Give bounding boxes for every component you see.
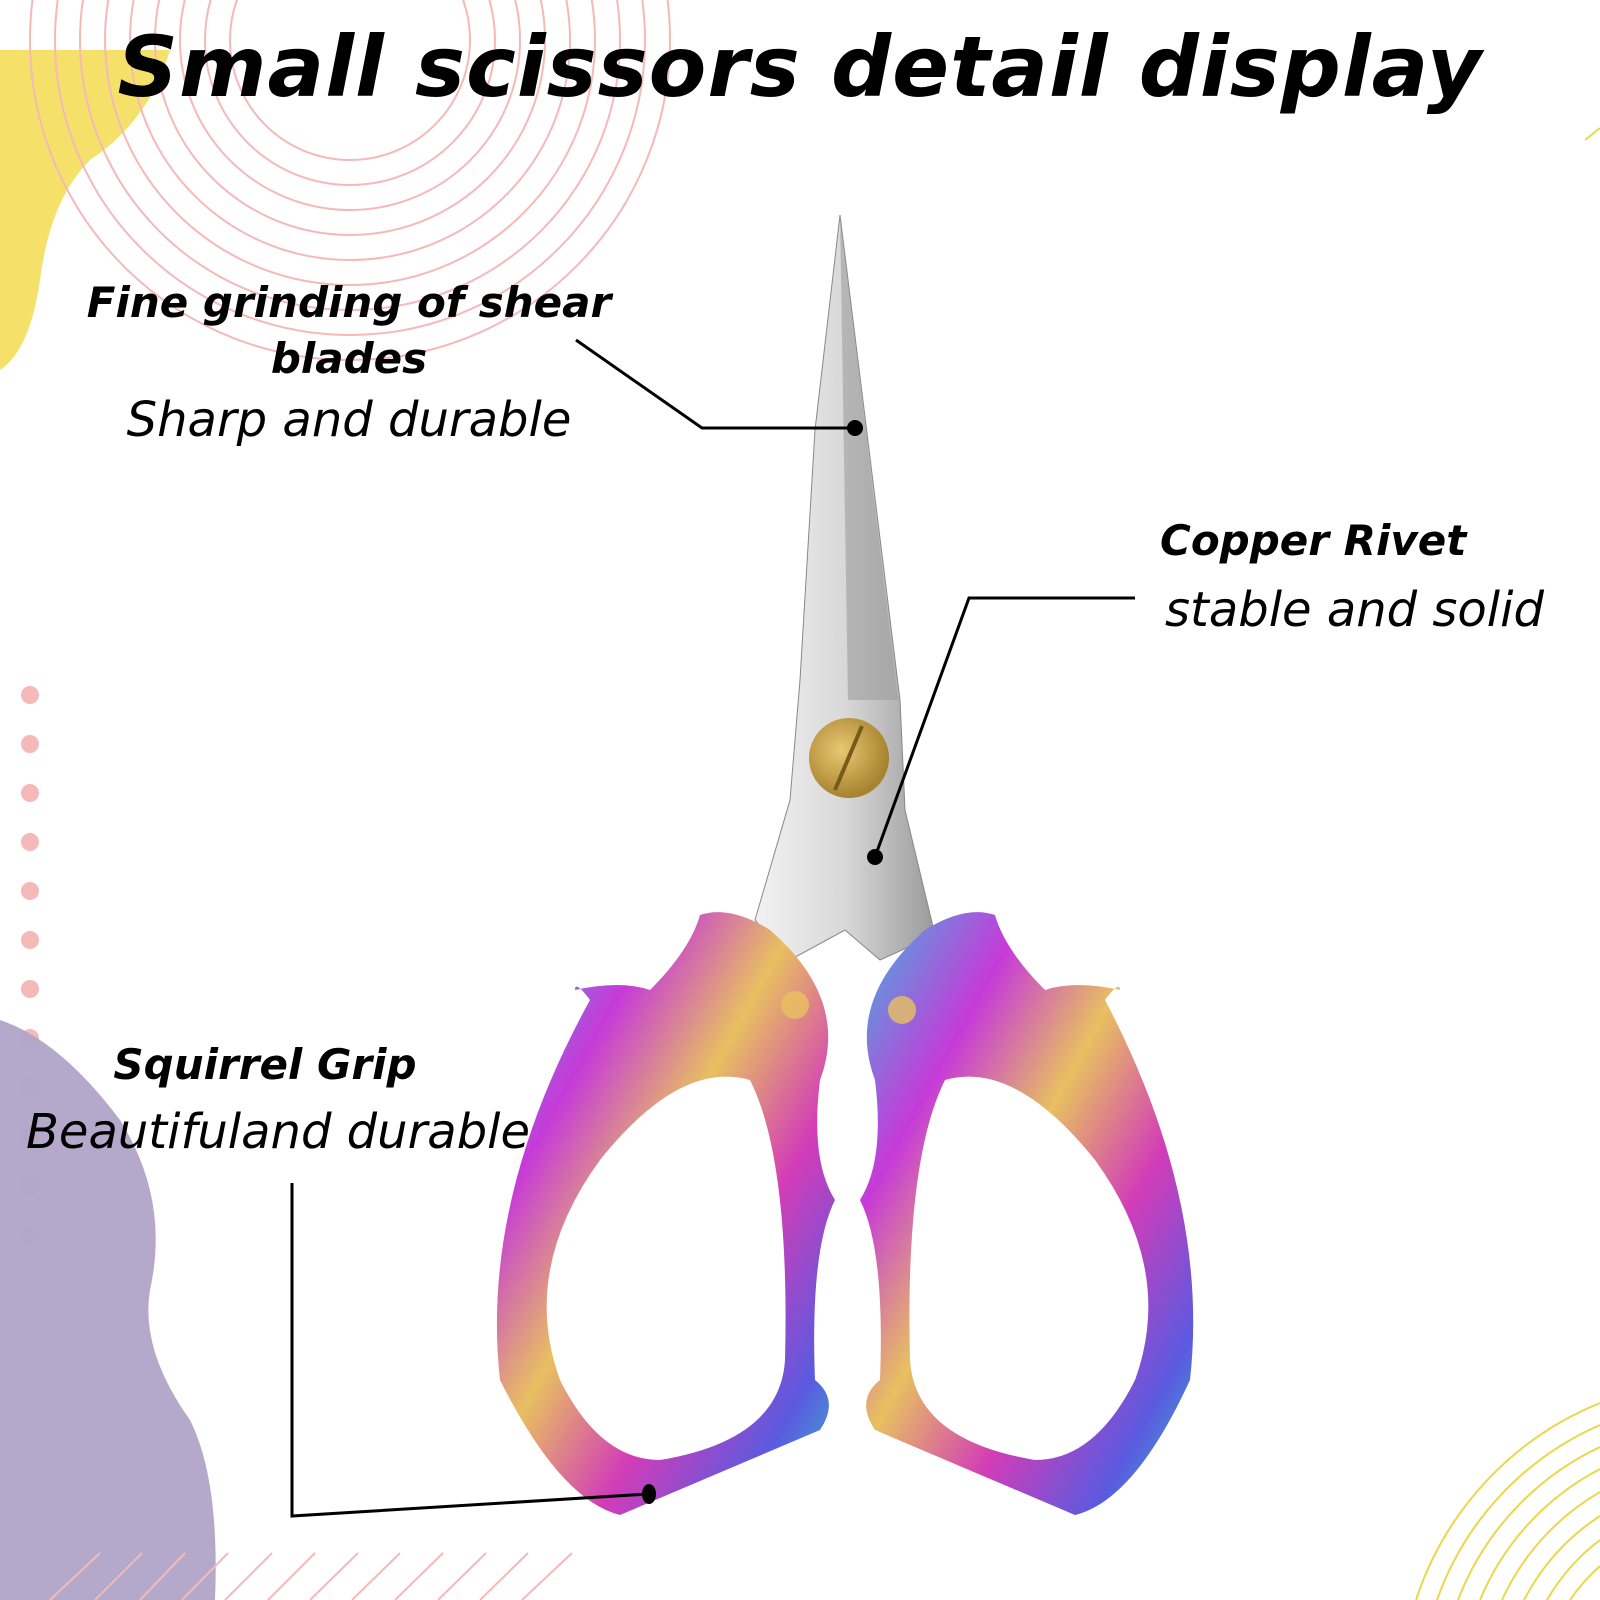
callout-line-rivet (873, 596, 1135, 858)
callout-dot-rivet (867, 849, 883, 865)
left-handle (496, 912, 835, 1515)
callout-blades-heading-2: blades (270, 334, 428, 383)
right-handle (860, 912, 1194, 1515)
callout-line-grip (290, 1183, 650, 1518)
scissor-blade (754, 214, 936, 961)
page-title: Small scissors detail display (117, 18, 1483, 116)
purple-blob (0, 1020, 216, 1600)
pink-hatch (49, 1552, 573, 1600)
callout-rivet-heading: Copper Rivet (1160, 516, 1467, 565)
callout-blades-heading-1: Fine grinding of shear (86, 278, 612, 327)
callout-blades-subtitle: Sharp and durable (126, 392, 572, 448)
callout-line-blades (575, 338, 855, 430)
callout-grip-heading: Squirrel Grip (113, 1040, 417, 1089)
callout-dot-grip (642, 1484, 656, 1504)
scissors-image (496, 214, 1194, 1515)
callout-rivet-subtitle: stable and solid (1165, 582, 1544, 638)
yellow-arcs (1415, 1402, 1600, 1600)
pink-arcs (29, 0, 671, 361)
callout-grip-subtitle: Beautifuland durable (26, 1104, 531, 1160)
callout-dot-blades (847, 420, 863, 436)
